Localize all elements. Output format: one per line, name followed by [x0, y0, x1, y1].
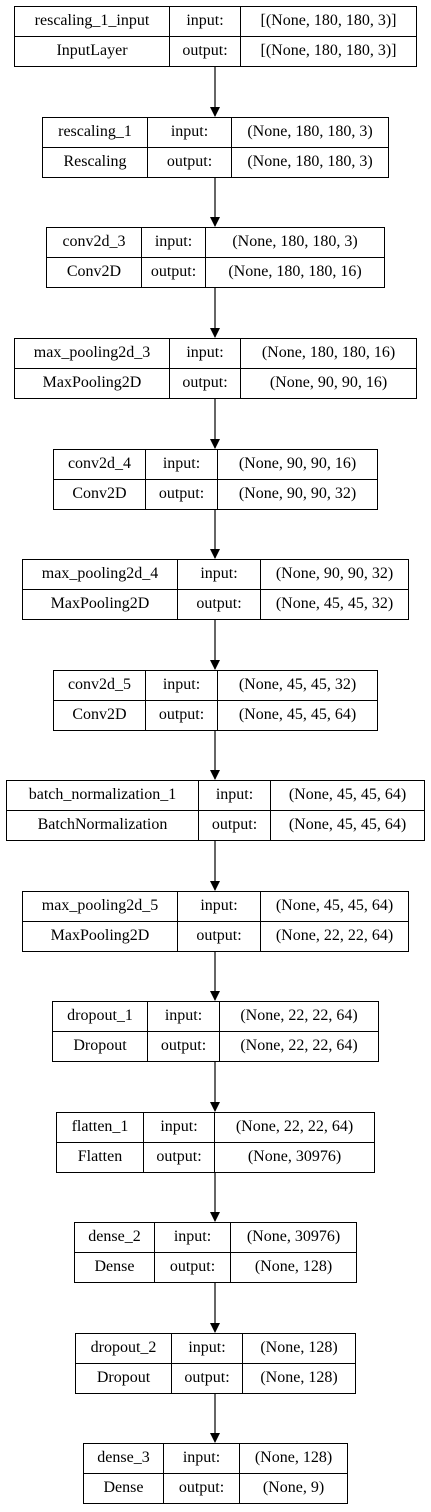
- input-label: input:: [178, 560, 261, 590]
- output-label: output:: [142, 257, 206, 287]
- input-label: input:: [146, 450, 218, 480]
- layer-name: dense_3: [84, 1444, 164, 1474]
- output-shape: (None, 45, 45, 64): [238, 706, 357, 724]
- layer-name: conv2d_4: [54, 450, 146, 480]
- layer-type: Conv2D: [54, 700, 146, 730]
- layer-type: BatchNormalization: [7, 810, 199, 840]
- layer-type: Dropout: [76, 1363, 172, 1393]
- input-label: input:: [155, 1223, 231, 1253]
- output-label: output:: [164, 1473, 240, 1503]
- input-shape: (None, 180, 180, 3): [232, 118, 388, 148]
- layer-name: flatten_1: [57, 1113, 144, 1143]
- input-shape: (None, 90, 90, 32): [261, 560, 408, 590]
- layer-name: dropout_1: [53, 1002, 148, 1032]
- output-label: output:: [199, 810, 271, 840]
- input-shape: (None, 128): [243, 1334, 355, 1364]
- output-label: output:: [148, 1031, 220, 1061]
- layer-name: max_pooling2d_5: [23, 892, 178, 922]
- output-shape: (None, 9): [262, 1479, 325, 1497]
- output-label: output:: [148, 147, 232, 177]
- output-shape: (None, 180, 180, 16): [228, 263, 362, 281]
- layer-name: dense_2: [75, 1223, 155, 1253]
- layer-type: MaxPooling2D: [23, 589, 178, 619]
- output-label: output:: [144, 1142, 215, 1172]
- input-label: input:: [170, 7, 241, 37]
- layer-name: max_pooling2d_3: [15, 339, 170, 369]
- layer-name: batch_normalization_1: [7, 781, 199, 811]
- output-shape: (None, 90, 90, 16): [269, 374, 388, 392]
- output-shape: (None, 128): [260, 1369, 338, 1387]
- input-label: input:: [144, 1113, 215, 1143]
- input-label: input:: [170, 339, 241, 369]
- output-shape: (None, 45, 45, 64): [288, 816, 407, 834]
- input-label: input:: [178, 892, 261, 922]
- input-shape: (None, 45, 45, 32): [218, 671, 377, 701]
- output-shape: (None, 22, 22, 64): [240, 1037, 358, 1055]
- output-shape: [(None, 180, 180, 3)]: [260, 42, 397, 60]
- output-shape: (None, 180, 180, 3): [247, 153, 373, 171]
- layer-type: MaxPooling2D: [23, 921, 178, 951]
- input-shape: (None, 22, 22, 64): [215, 1113, 374, 1143]
- layer-type: Conv2D: [54, 479, 146, 509]
- output-label: output:: [146, 700, 218, 730]
- layer-type: Rescaling: [43, 147, 148, 177]
- output-shape: (None, 30976): [247, 1148, 342, 1166]
- input-label: input:: [199, 781, 271, 811]
- layer-type: InputLayer: [15, 36, 170, 66]
- output-label: output:: [155, 1252, 231, 1282]
- layer-type: Dropout: [53, 1031, 148, 1061]
- layer-name: conv2d_5: [54, 671, 146, 701]
- input-label: input:: [172, 1334, 243, 1364]
- output-label: output:: [146, 479, 218, 509]
- input-label: input:: [142, 228, 206, 258]
- layer-name: dropout_2: [76, 1334, 172, 1364]
- output-label: output:: [170, 36, 241, 66]
- input-shape: (None, 180, 180, 16): [241, 339, 416, 369]
- input-shape: (None, 45, 45, 64): [271, 781, 424, 811]
- input-shape: [(None, 180, 180, 3)]: [241, 7, 416, 37]
- layer-type: Conv2D: [47, 257, 142, 287]
- output-shape: (None, 90, 90, 32): [238, 485, 357, 503]
- layer-name: rescaling_1: [43, 118, 148, 148]
- layer-type: Dense: [84, 1473, 164, 1503]
- input-label: input:: [148, 118, 232, 148]
- input-shape: (None, 22, 22, 64): [220, 1002, 378, 1032]
- input-shape: (None, 30976): [231, 1223, 356, 1253]
- output-label: output:: [172, 1363, 243, 1393]
- input-shape: (None, 90, 90, 16): [218, 450, 377, 480]
- layer-name: max_pooling2d_4: [23, 560, 178, 590]
- output-label: output:: [178, 589, 261, 619]
- input-shape: (None, 180, 180, 3): [206, 228, 384, 258]
- output-label: output:: [178, 921, 261, 951]
- layer-type: MaxPooling2D: [15, 368, 170, 398]
- input-label: input:: [148, 1002, 220, 1032]
- layer-name: conv2d_3: [47, 228, 142, 258]
- input-label: input:: [146, 671, 218, 701]
- output-shape: (None, 22, 22, 64): [275, 927, 394, 945]
- input-shape: (None, 45, 45, 64): [261, 892, 408, 922]
- output-shape: (None, 128): [254, 1258, 333, 1276]
- output-label: output:: [170, 368, 241, 398]
- layer-name: rescaling_1_input: [15, 7, 170, 37]
- layer-type: Flatten: [57, 1142, 144, 1172]
- input-shape: (None, 128): [240, 1444, 347, 1474]
- input-label: input:: [164, 1444, 240, 1474]
- output-shape: (None, 45, 45, 32): [275, 595, 394, 613]
- layer-type: Dense: [75, 1252, 155, 1282]
